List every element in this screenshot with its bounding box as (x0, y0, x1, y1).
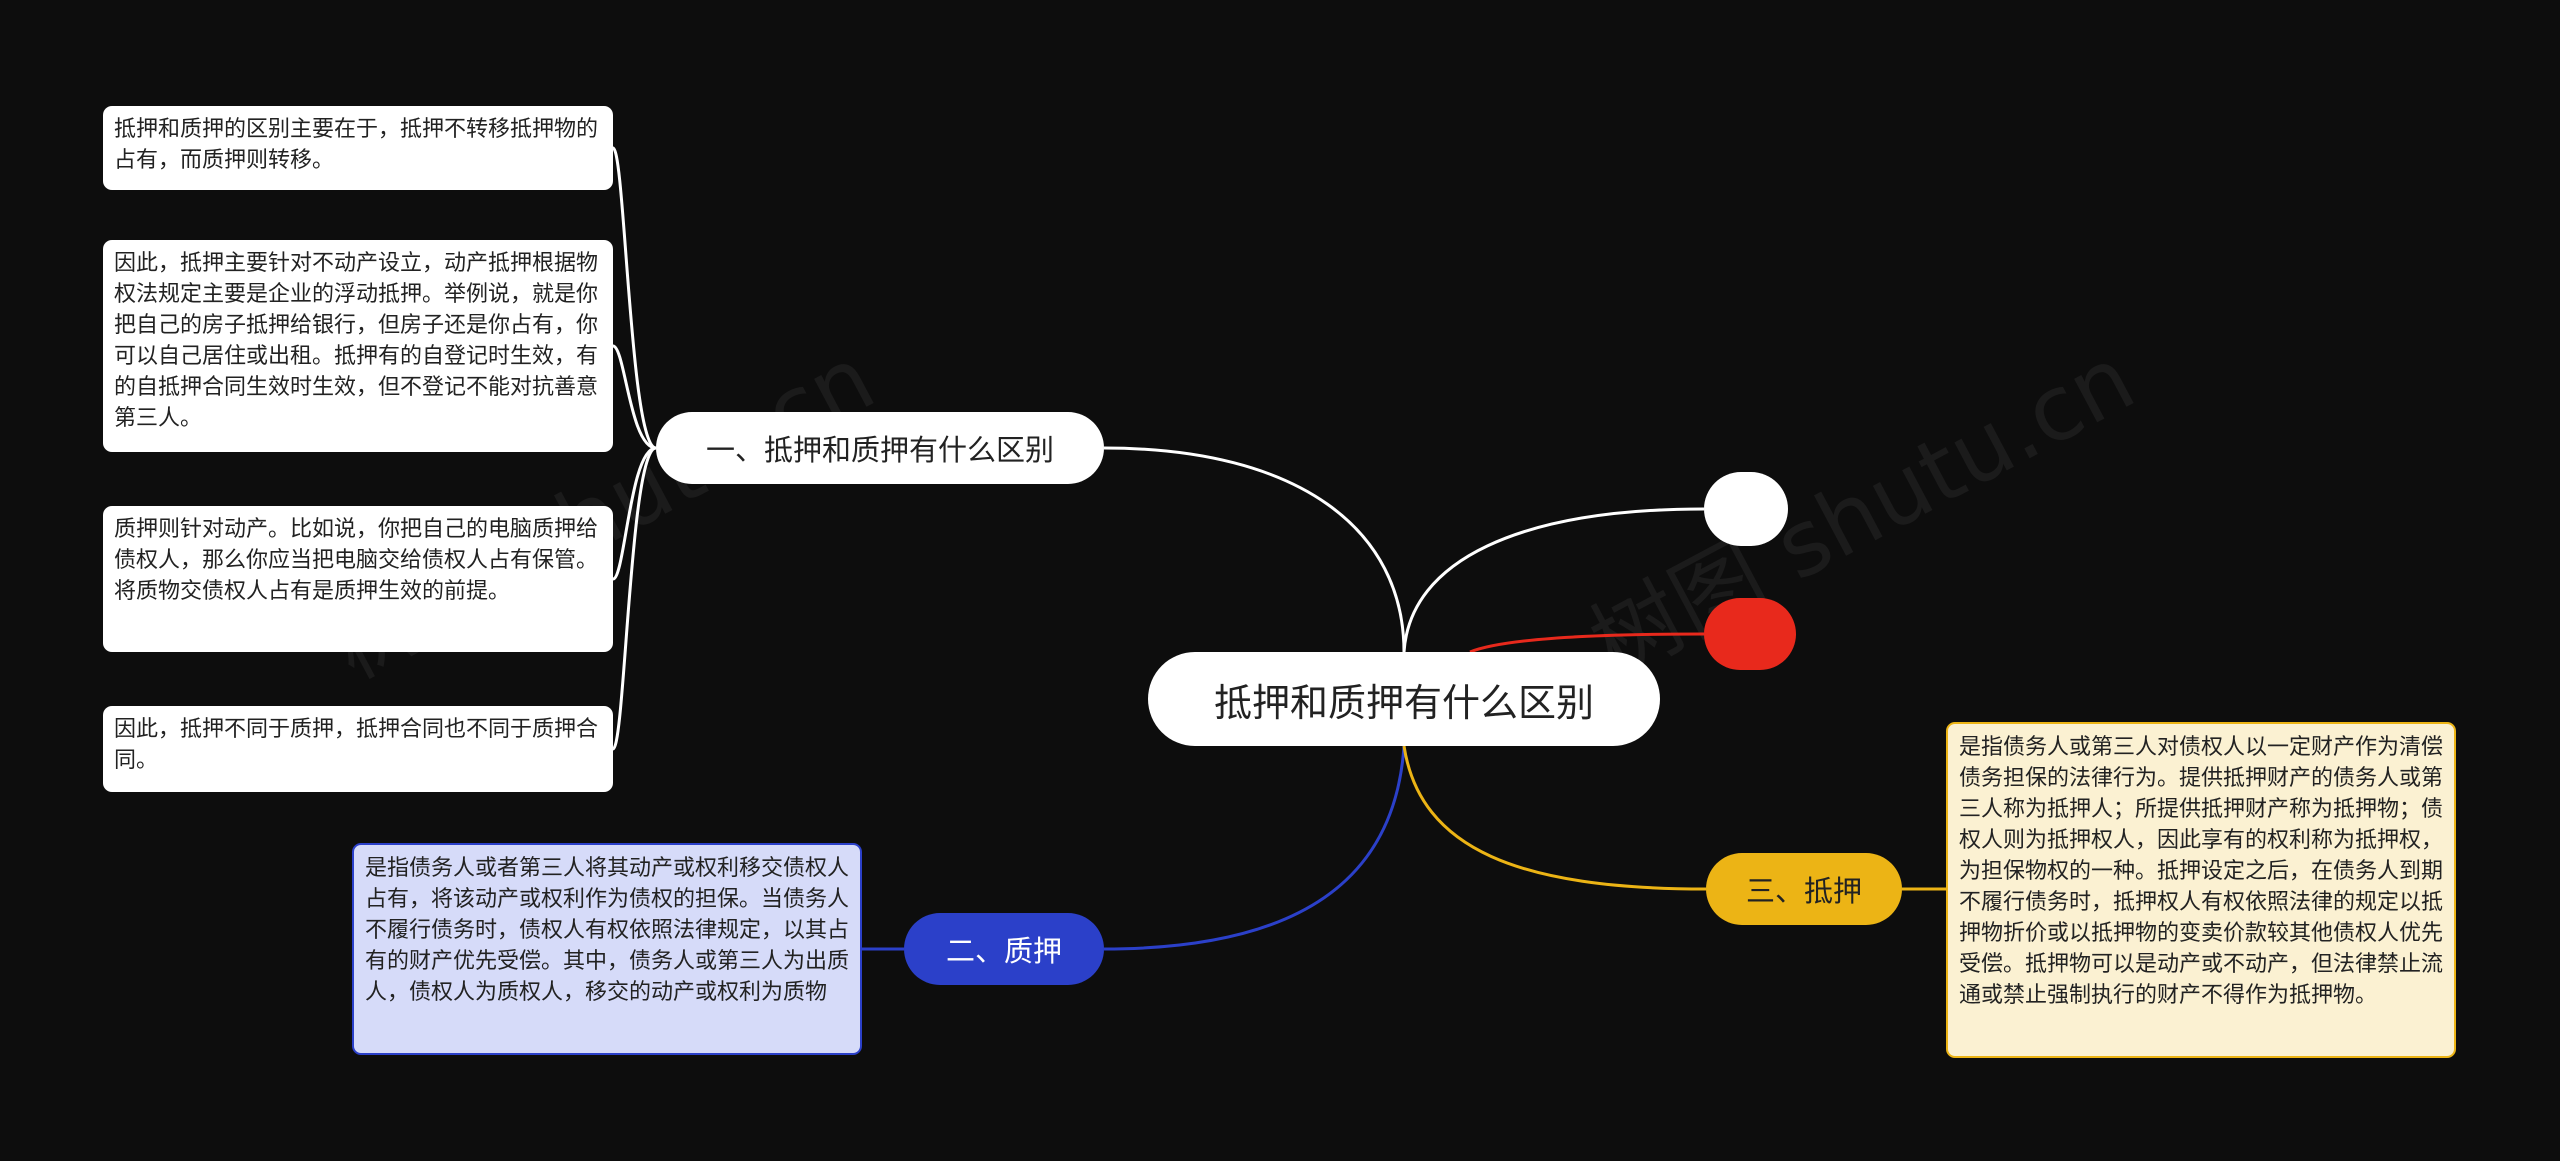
leaf-difference-2[interactable]: 因此，抵押主要针对不动产设立，动产抵押根据物权法规定主要是企业的浮动抵押。举例说… (103, 240, 613, 452)
leaf-difference-3[interactable]: 质押则针对动产。比如说，你把自己的电脑质押给债权人，那么你应当把电脑交给债权人占… (103, 506, 613, 652)
leaf-pledge-definition[interactable]: 是指债务人或者第三人将其动产或权利移交债权人占有，将该动产或权利作为债权的担保。… (352, 843, 862, 1055)
connector-root-branch2 (1103, 745, 1406, 951)
branch-difference[interactable]: 一、抵押和质押有什么区别 (656, 412, 1104, 484)
leaf-mortgage-definition[interactable]: 是指债务人或第三人对债权人以一定财产作为清偿债务担保的法律行为。提供抵押财产的债… (1946, 722, 2456, 1058)
leaf-difference-1[interactable]: 抵押和质押的区别主要在于，抵押不转移抵押物的占有，而质押则转移。 (103, 106, 613, 190)
leaf-difference-4[interactable]: 因此，抵押不同于质押，抵押合同也不同于质押合同。 (103, 706, 613, 792)
branch-empty-red[interactable] (1704, 598, 1796, 670)
connector-branch1-leaf3 (611, 446, 657, 581)
connector-root-empty-white (1402, 507, 1705, 653)
branch-mortgage[interactable]: 三、抵押 (1706, 853, 1902, 925)
connector-root-empty-red (1469, 632, 1705, 654)
connector-branch1-leaf1 (611, 146, 657, 450)
connector-root-branch3 (1402, 745, 1707, 891)
connector-branch1-leaf4 (611, 446, 657, 751)
branch-empty-white[interactable] (1704, 472, 1788, 546)
connector-root-branch1 (1103, 446, 1406, 653)
root-topic[interactable]: 抵押和质押有什么区别 (1148, 652, 1660, 746)
connector-branch1-leaf2 (612, 344, 657, 450)
branch-pledge[interactable]: 二、质押 (904, 913, 1104, 985)
